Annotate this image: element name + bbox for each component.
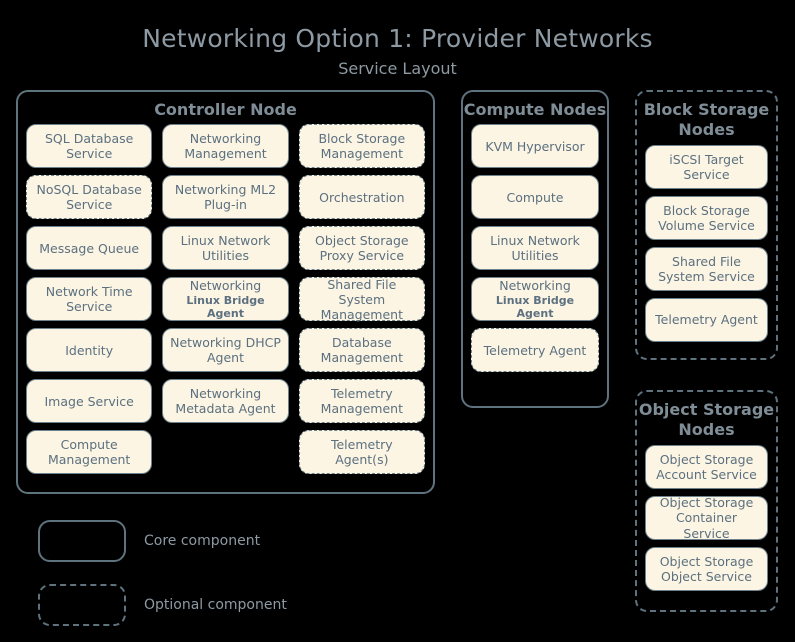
service-label: Block Storage Management [318, 131, 406, 162]
service-label: iSCSI Target Service [669, 151, 744, 182]
service-label: Network Time Service [45, 284, 133, 315]
service-box[interactable]: Telemetry Agent [471, 328, 599, 373]
service-box[interactable]: Shared File System Management [298, 276, 425, 323]
legend-swatch-solid [38, 520, 126, 562]
service-box[interactable]: Block Storage Management [298, 124, 425, 169]
service-box[interactable]: Object Storage Account Service [645, 444, 768, 489]
service-label: Identity [65, 342, 114, 358]
service-box[interactable]: Image Service [26, 379, 153, 424]
legend-optional-component: Optional component [38, 584, 287, 626]
service-box[interactable]: Block Storage Volume Service [645, 195, 768, 240]
service-box[interactable]: Database Management [298, 328, 425, 373]
service-label: Networking DHCP Agent [170, 335, 281, 366]
legend-label-core: Core component [144, 533, 261, 549]
node-title-compute: Compute Nodes [463, 100, 607, 119]
service-box[interactable]: Identity [26, 328, 153, 373]
service-label: Telemetry Agent(s) [330, 437, 393, 468]
service-box[interactable]: SQL Database Service [26, 124, 153, 169]
legend-core-component: Core component [38, 520, 260, 562]
legend-swatch-dashed [38, 584, 126, 626]
service-label: Linux Network Utilities [490, 233, 580, 264]
service-label: Database Management [320, 335, 403, 366]
service-sublabel: Linux Bridge Agent [495, 293, 575, 321]
service-label: NoSQL Database Service [36, 182, 142, 213]
node-object-storage: Object Storage Nodes Object Storage Acco… [635, 390, 778, 612]
service-label: Shared File System Management [320, 276, 403, 323]
page-subtitle: Service Layout [338, 59, 457, 78]
service-label: Networking [499, 278, 571, 294]
service-box[interactable]: NoSQL Database Service [26, 175, 153, 220]
service-box[interactable]: Shared File System Service [645, 246, 768, 291]
node-title-controller: Controller Node [154, 100, 297, 119]
service-label: Object Storage Account Service [656, 451, 757, 482]
service-box[interactable]: Object Storage Container Service [645, 495, 768, 541]
service-label: Telemetry Agent [655, 312, 758, 328]
service-label: Message Queue [39, 240, 140, 256]
service-label: Telemetry Agent [483, 342, 587, 358]
service-box[interactable]: Telemetry Agent(s) [298, 430, 425, 475]
service-box[interactable]: Networking Management [162, 124, 289, 169]
service-box[interactable]: Object Storage Proxy Service [298, 226, 425, 271]
service-label: KVM Hypervisor [485, 138, 585, 154]
node-title-block-storage: Block Storage Nodes [643, 100, 770, 140]
service-label: Networking ML2 Plug-in [174, 182, 277, 213]
service-box[interactable]: Linux Network Utilities [162, 226, 289, 271]
service-box[interactable]: KVM Hypervisor [471, 124, 599, 169]
service-label: Telemetry Management [320, 386, 403, 417]
service-box[interactable]: Orchestration [298, 175, 425, 220]
service-label: Networking Metadata Agent [175, 386, 276, 417]
service-label: Linux Network Utilities [180, 233, 271, 264]
service-box[interactable]: Message Queue [26, 226, 153, 271]
service-box[interactable]: Compute [471, 175, 599, 220]
service-box[interactable]: iSCSI Target Service [645, 144, 768, 189]
node-block-storage: Block Storage Nodes iSCSI Target Service… [635, 90, 778, 360]
service-box[interactable]: Object Storage Object Service [645, 546, 768, 591]
service-label: Object Storage Proxy Service [315, 233, 409, 264]
service-label: Networking [189, 278, 262, 294]
service-label: Object Storage Object Service [659, 553, 754, 584]
service-label: Compute Management [47, 437, 131, 468]
service-box[interactable]: Telemetry Management [298, 379, 425, 424]
service-label: Networking Management [184, 131, 267, 162]
controller-service-grid: SQL Database Service Networking Managemen… [18, 124, 433, 482]
service-label: Block Storage Volume Service [658, 202, 755, 233]
service-box-empty [162, 430, 288, 474]
service-label: Object Storage Container Service [659, 495, 754, 541]
page-title: Networking Option 1: Provider Networks [142, 24, 653, 53]
service-box[interactable]: Network Time Service [26, 277, 153, 322]
legend-label-optional: Optional component [144, 597, 287, 613]
service-label: Orchestration [319, 189, 405, 205]
service-box[interactable]: Networking ML2 Plug-in [162, 175, 289, 220]
service-label: Shared File System Service [658, 253, 755, 284]
service-label: SQL Database Service [44, 131, 134, 162]
service-box[interactable]: Networking Metadata Agent [162, 379, 289, 424]
service-box[interactable]: Compute Management [26, 430, 153, 475]
service-label: Image Service [44, 393, 134, 409]
service-label: Compute [506, 189, 564, 205]
service-box[interactable]: Networking DHCP Agent [162, 328, 289, 373]
service-sublabel: Linux Bridge Agent [186, 293, 265, 321]
service-box[interactable]: Linux Network Utilities [471, 226, 599, 271]
node-title-object-storage: Object Storage Nodes [638, 400, 775, 440]
service-box[interactable]: Telemetry Agent [645, 297, 768, 342]
